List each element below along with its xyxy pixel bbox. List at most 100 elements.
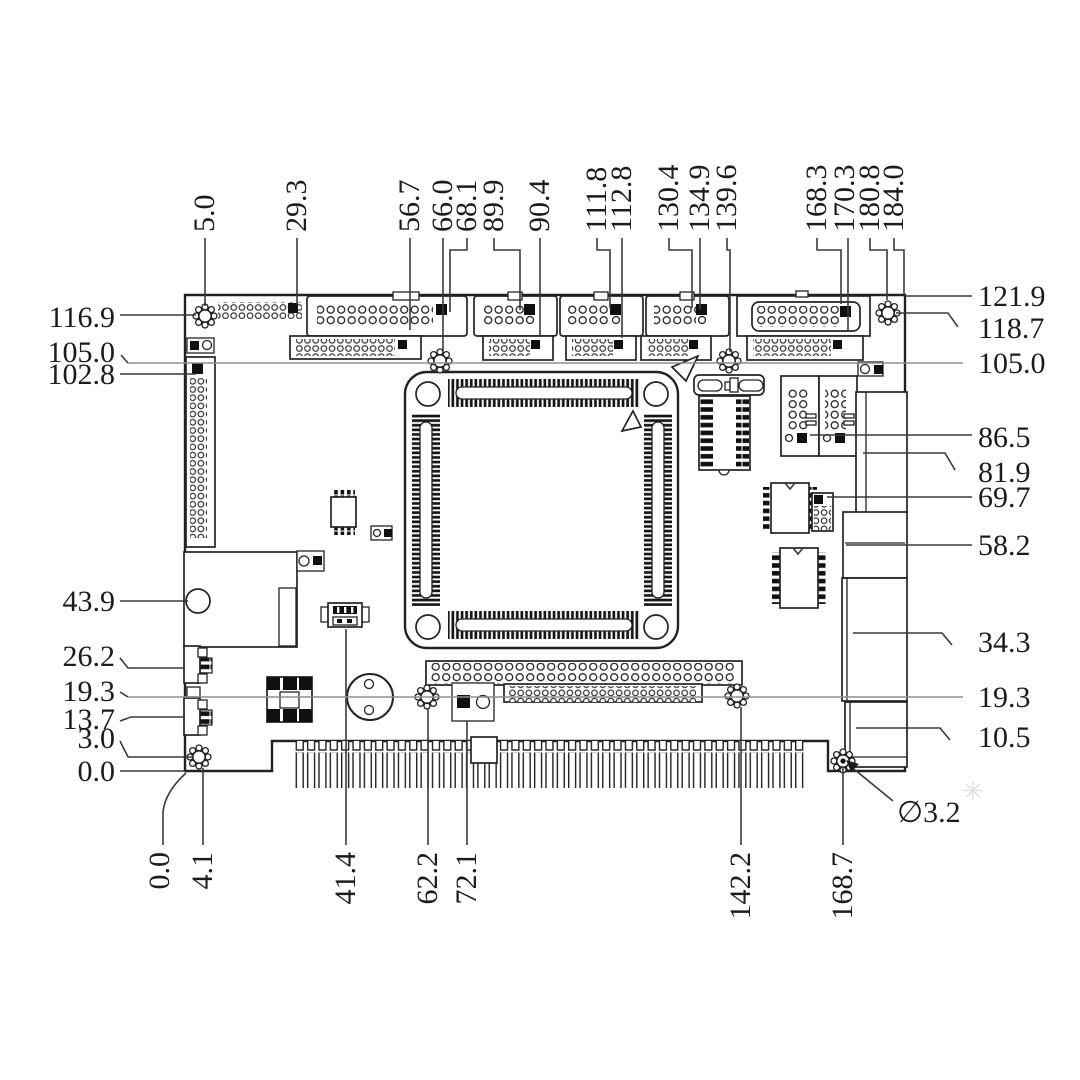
soic-ic-1	[763, 482, 817, 534]
dip-ic-socket	[698, 395, 751, 476]
dimension-labels-right: 121.9 118.7 105.0 86.5 81.9 69.7 58.2 34…	[897, 280, 1046, 829]
small-ic-left	[330, 490, 357, 535]
dim-bottom-2: 41.4	[329, 852, 362, 905]
dim-top-2: 56.7	[393, 180, 426, 233]
top-connector-2-lower	[289, 335, 422, 360]
dim-right-0: 121.9	[978, 280, 1046, 313]
qfp-corner-hole	[643, 614, 669, 640]
dim-left-6: 13.7	[63, 703, 116, 736]
dim-right-6: 58.2	[978, 529, 1031, 562]
top-connector-4	[559, 291, 644, 337]
small-header-right	[811, 492, 834, 532]
dimension-labels-top: 5.0 29.3 56.7 66.0 68.1 89.9 90.4 111.8 …	[188, 165, 910, 233]
dimension-lines-bottom	[162, 629, 844, 845]
tiny-component-left	[370, 525, 393, 541]
dim-top-9: 130.4	[652, 165, 685, 233]
dim-top-4: 68.1	[450, 180, 483, 233]
watermark: ✳	[962, 777, 984, 806]
component-72	[451, 682, 495, 722]
dim-bottom-5: 142.2	[724, 852, 757, 920]
bottom-long-header	[425, 660, 743, 686]
mounting-hole-top-mid-right	[716, 348, 742, 374]
dim-left-8: 0.0	[78, 755, 116, 788]
relay-box-left	[183, 551, 298, 648]
mounting-holes	[186, 300, 901, 774]
hole-diameter-callout: ∅3.2	[897, 796, 961, 829]
dim-left-4: 26.2	[63, 640, 116, 673]
dim-bottom-6: 168.7	[826, 852, 859, 920]
dim-top-7: 111.8	[580, 167, 613, 232]
dim-top-3: 66.0	[426, 180, 459, 233]
card-edge-key-notch	[470, 736, 498, 764]
dim-right-3: 86.5	[978, 421, 1031, 454]
orientation-arrow-outer	[670, 354, 700, 383]
qfn-chip	[266, 676, 313, 723]
dim-left-7: 3.0	[78, 722, 116, 755]
mounting-hole-top-left	[192, 303, 218, 329]
dim-bottom-1: 4.1	[186, 852, 219, 890]
qfp-footprint	[403, 354, 700, 650]
edge-connector-d	[844, 701, 908, 768]
dimension-labels-bottom: 0.0 4.1 41.4 62.2 72.1 142.2 168.7	[143, 852, 859, 920]
top-pin-header-small	[218, 302, 302, 319]
qfp-corner-hole	[415, 381, 441, 407]
mounting-hole-top-mid-left	[427, 348, 453, 374]
small-component-9	[296, 550, 325, 572]
dim-top-5: 89.9	[477, 180, 510, 233]
small-component-right-top	[857, 361, 884, 377]
leader-arrowhead	[846, 760, 859, 772]
small-component-left-top	[186, 337, 215, 354]
dim-left-5: 19.3	[63, 675, 116, 708]
top-connector-3-lower	[482, 335, 554, 361]
dim-top-14: 180.8	[853, 165, 886, 233]
side-connector-lower	[183, 697, 213, 736]
dim-right-4: 81.9	[978, 456, 1031, 489]
dim-top-11: 139.6	[710, 165, 743, 233]
datum-lines	[128, 362, 963, 698]
board	[183, 290, 908, 788]
qfp-corner-hole	[643, 381, 669, 407]
card-edge-connector	[293, 736, 806, 788]
dim-bottom-3: 62.2	[411, 852, 444, 905]
top-connector-large	[306, 291, 468, 337]
dim-top-6: 90.4	[523, 180, 556, 233]
orientation-arrow-inner	[620, 409, 643, 433]
dim-right-5: 69.7	[978, 481, 1031, 514]
dim-top-0: 5.0	[188, 195, 221, 233]
side-tab	[186, 686, 201, 698]
dim-bottom-0: 0.0	[143, 852, 176, 890]
dim-left-1: 105.0	[48, 336, 116, 369]
dim-bottom-4: 72.1	[450, 852, 483, 905]
qfp-corner-hole	[415, 614, 441, 640]
bottom-short-header	[503, 683, 703, 703]
side-connector-upper	[183, 645, 213, 684]
dim-top-1: 29.3	[280, 180, 313, 233]
dim-left-0: 116.9	[49, 301, 115, 334]
top-connector-right-lower	[746, 335, 864, 361]
tactile-switch	[320, 602, 370, 628]
dim-right-8: 19.3	[978, 681, 1031, 714]
vertical-header-dimm	[185, 356, 216, 548]
soic-ic-2	[772, 547, 826, 609]
top-connector-3	[473, 291, 558, 337]
top-connector-4-lower	[565, 335, 637, 361]
mounting-hole-bottom-mid-right	[724, 683, 750, 709]
dimension-labels-left: 116.9 105.0 102.8 43.9 26.2 19.3 13.7 3.…	[48, 301, 116, 788]
fuse-capsules	[693, 374, 765, 396]
dim-right-1: 118.7	[978, 312, 1044, 345]
top-connector-right-large	[736, 290, 871, 337]
dim-top-12: 168.3	[800, 165, 833, 233]
dimension-lines-left	[119, 314, 196, 772]
dim-right-2: 105.0	[978, 347, 1046, 380]
top-connector-5-lower	[640, 335, 712, 361]
dimension-lines-right	[810, 295, 972, 802]
dim-top-10: 134.9	[683, 165, 716, 233]
relay-pair	[780, 375, 858, 457]
dim-left-3: 43.9	[63, 585, 116, 618]
dim-top-15: 184.0	[877, 165, 910, 233]
dim-left-2: 102.8	[48, 358, 116, 391]
top-connector-5	[645, 291, 730, 337]
dim-top-8: 112.8	[605, 166, 638, 232]
